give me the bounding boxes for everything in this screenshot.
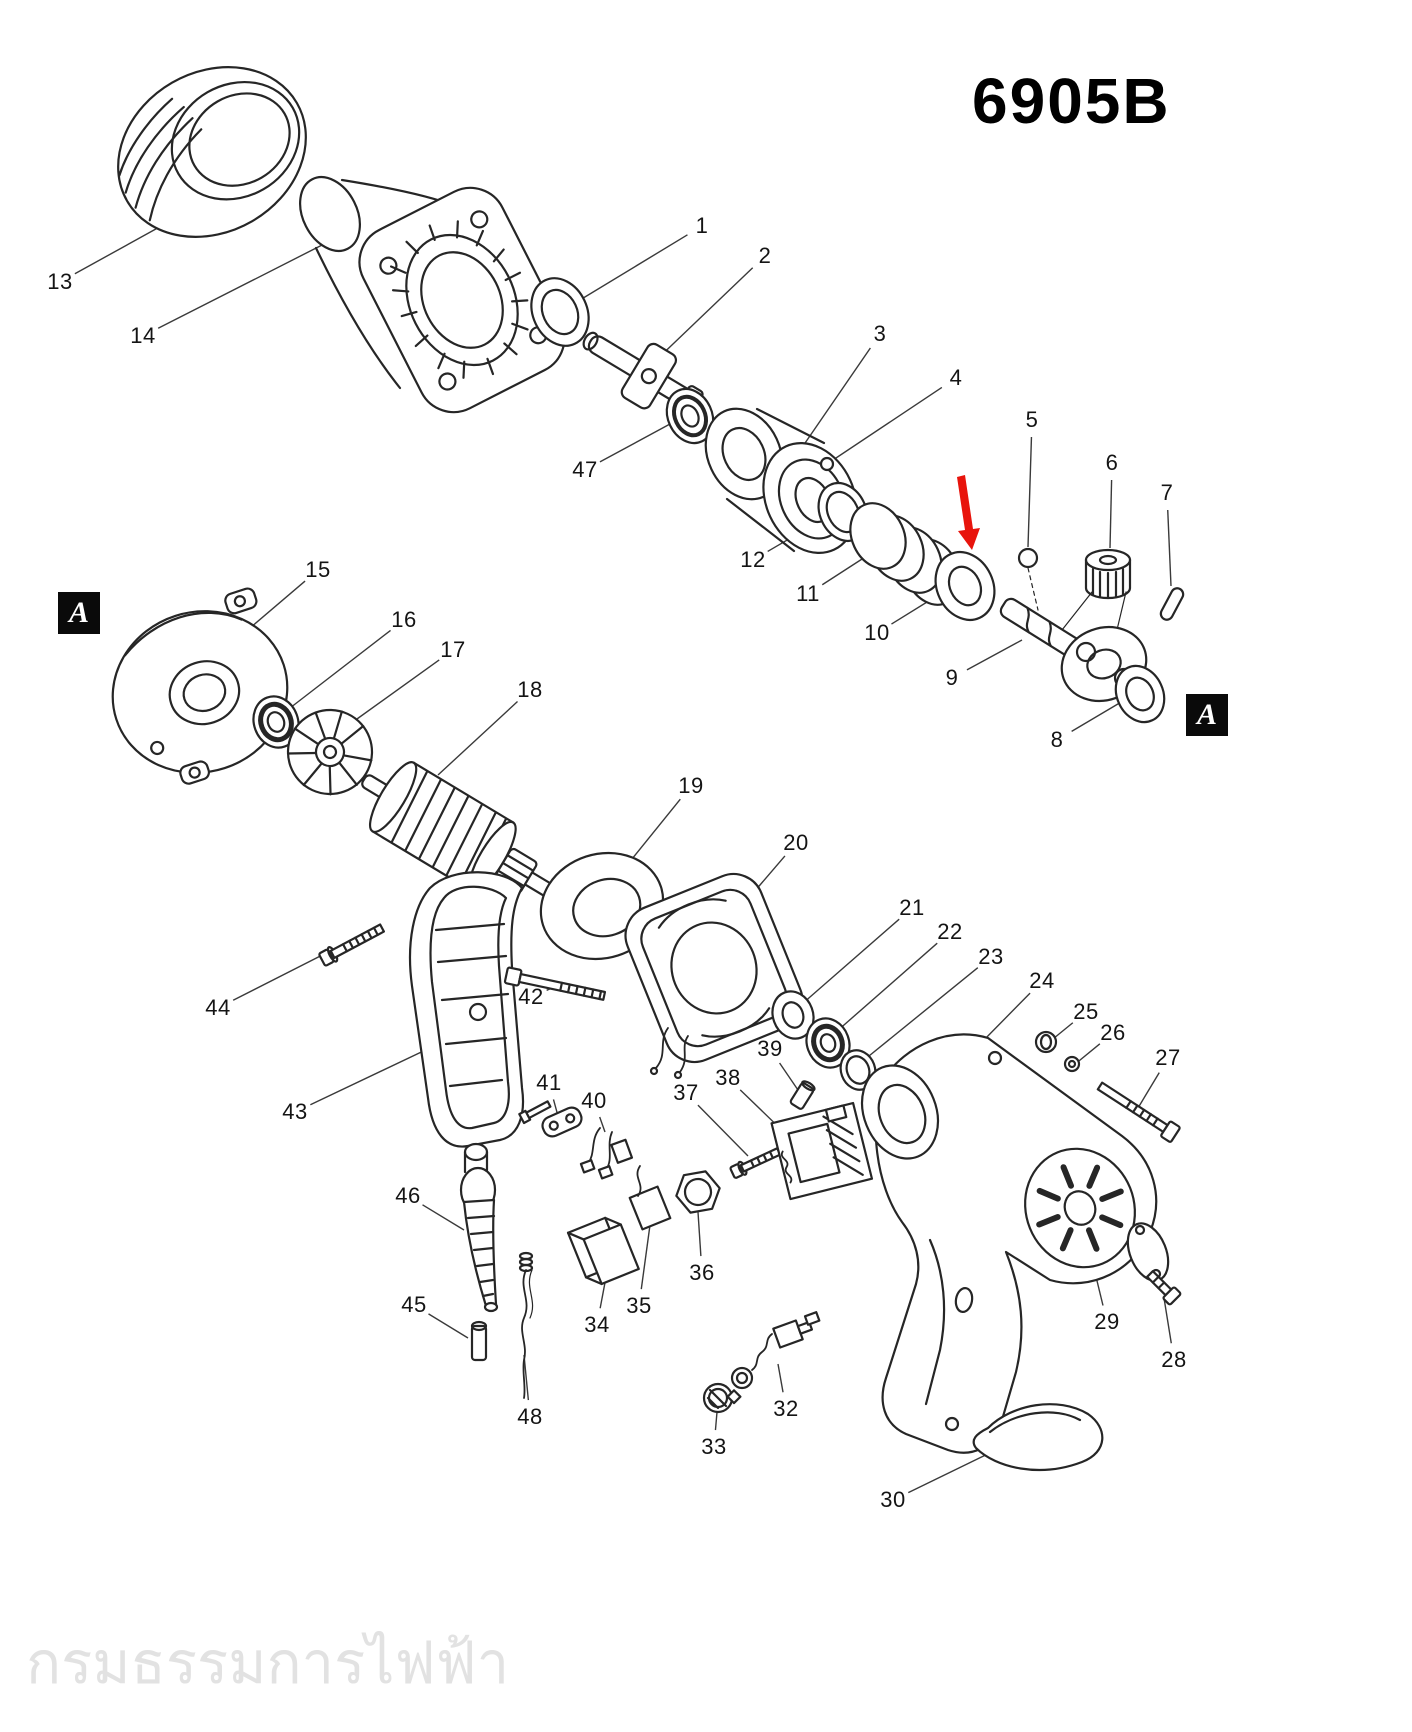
leader-line-4 (829, 386, 943, 463)
leader-line-27 (1137, 1072, 1160, 1109)
page-title: 6905B (972, 65, 1171, 137)
leader-line-16 (289, 629, 391, 709)
leader-line-40 (599, 1116, 606, 1133)
leader-line-2 (649, 267, 754, 367)
leader-line-6 (1109, 479, 1113, 549)
leader-line-32 (777, 1363, 784, 1393)
part-39-pin (789, 1080, 816, 1110)
part-5-ball (1017, 547, 1039, 569)
part-46-cord-guard (459, 1142, 499, 1313)
part-17-fan (286, 708, 374, 796)
leader-line-47 (599, 423, 671, 463)
part-13-cap (117, 66, 307, 238)
part-42-bolt (503, 966, 607, 1001)
part-27-screw (1096, 1081, 1181, 1143)
part-36-brush-cap (675, 1170, 721, 1214)
leader-line-48 (523, 1354, 530, 1401)
part-10-washer (934, 551, 996, 621)
leader-line-33 (714, 1411, 718, 1431)
leader-line-1 (574, 234, 688, 304)
part-43-handle (408, 871, 525, 1148)
part-21-washer (771, 990, 815, 1040)
part-37-screw (729, 1147, 782, 1179)
part-3-hammer (704, 407, 858, 555)
leader-line-5 (1027, 436, 1033, 548)
part-6-gear (1084, 548, 1132, 600)
leader-line-18 (437, 701, 518, 776)
part-22-bearing (805, 1017, 851, 1069)
part-41-clamp (518, 1100, 583, 1138)
part-47-bearing (665, 387, 715, 445)
part-16-bearing (252, 695, 300, 749)
part-25-cap (1034, 1030, 1058, 1054)
leader-line-45 (428, 1313, 469, 1339)
leader-line-24 (979, 992, 1031, 1045)
part-34-brush (566, 1216, 640, 1286)
leader-line-43 (310, 1045, 435, 1106)
leader-line-37 (697, 1104, 749, 1157)
leader-line-46 (422, 1204, 465, 1231)
part-28-screw (1146, 1270, 1182, 1306)
leader-line-14 (157, 241, 329, 329)
part-15-plate (111, 587, 289, 785)
part-20-field (624, 872, 804, 1080)
leader-line-15 (249, 580, 306, 629)
leader-line-36 (697, 1211, 702, 1257)
part-40-wires (579, 1127, 634, 1180)
leader-line-21 (801, 918, 900, 1005)
part-8-washer (1114, 664, 1166, 724)
part-44-screw (318, 923, 385, 967)
leader-line-7 (1167, 509, 1172, 587)
part-33-cap (702, 1382, 742, 1414)
leader-line-17 (349, 659, 440, 725)
part-26-sleeve (1063, 1055, 1081, 1073)
leader-line-28 (1163, 1297, 1172, 1344)
part-32-switch-parts (730, 1311, 821, 1390)
leader-line-22 (835, 942, 938, 1033)
assembly-guide-line (1027, 567, 1039, 611)
leader-line-35 (640, 1224, 651, 1290)
part-48-wire (518, 1251, 534, 1399)
red-arrow-annotation (957, 475, 980, 550)
part-38-holder-assembly (770, 1101, 874, 1201)
part-14-housing (299, 176, 566, 414)
leader-line-39 (779, 1062, 799, 1091)
watermark-text: กรมธรรมการไฟฟ้า (26, 1631, 510, 1696)
part-35-brush-holder (628, 1165, 672, 1231)
leader-line-9 (966, 639, 1023, 671)
part-45-sleeve (470, 1320, 488, 1362)
part-4-ball (819, 456, 835, 472)
part-7-pin (1159, 587, 1185, 621)
part-30-base (972, 1403, 1104, 1472)
leader-line-23 (863, 967, 979, 1061)
part-24-motor-housing (860, 1033, 1170, 1454)
